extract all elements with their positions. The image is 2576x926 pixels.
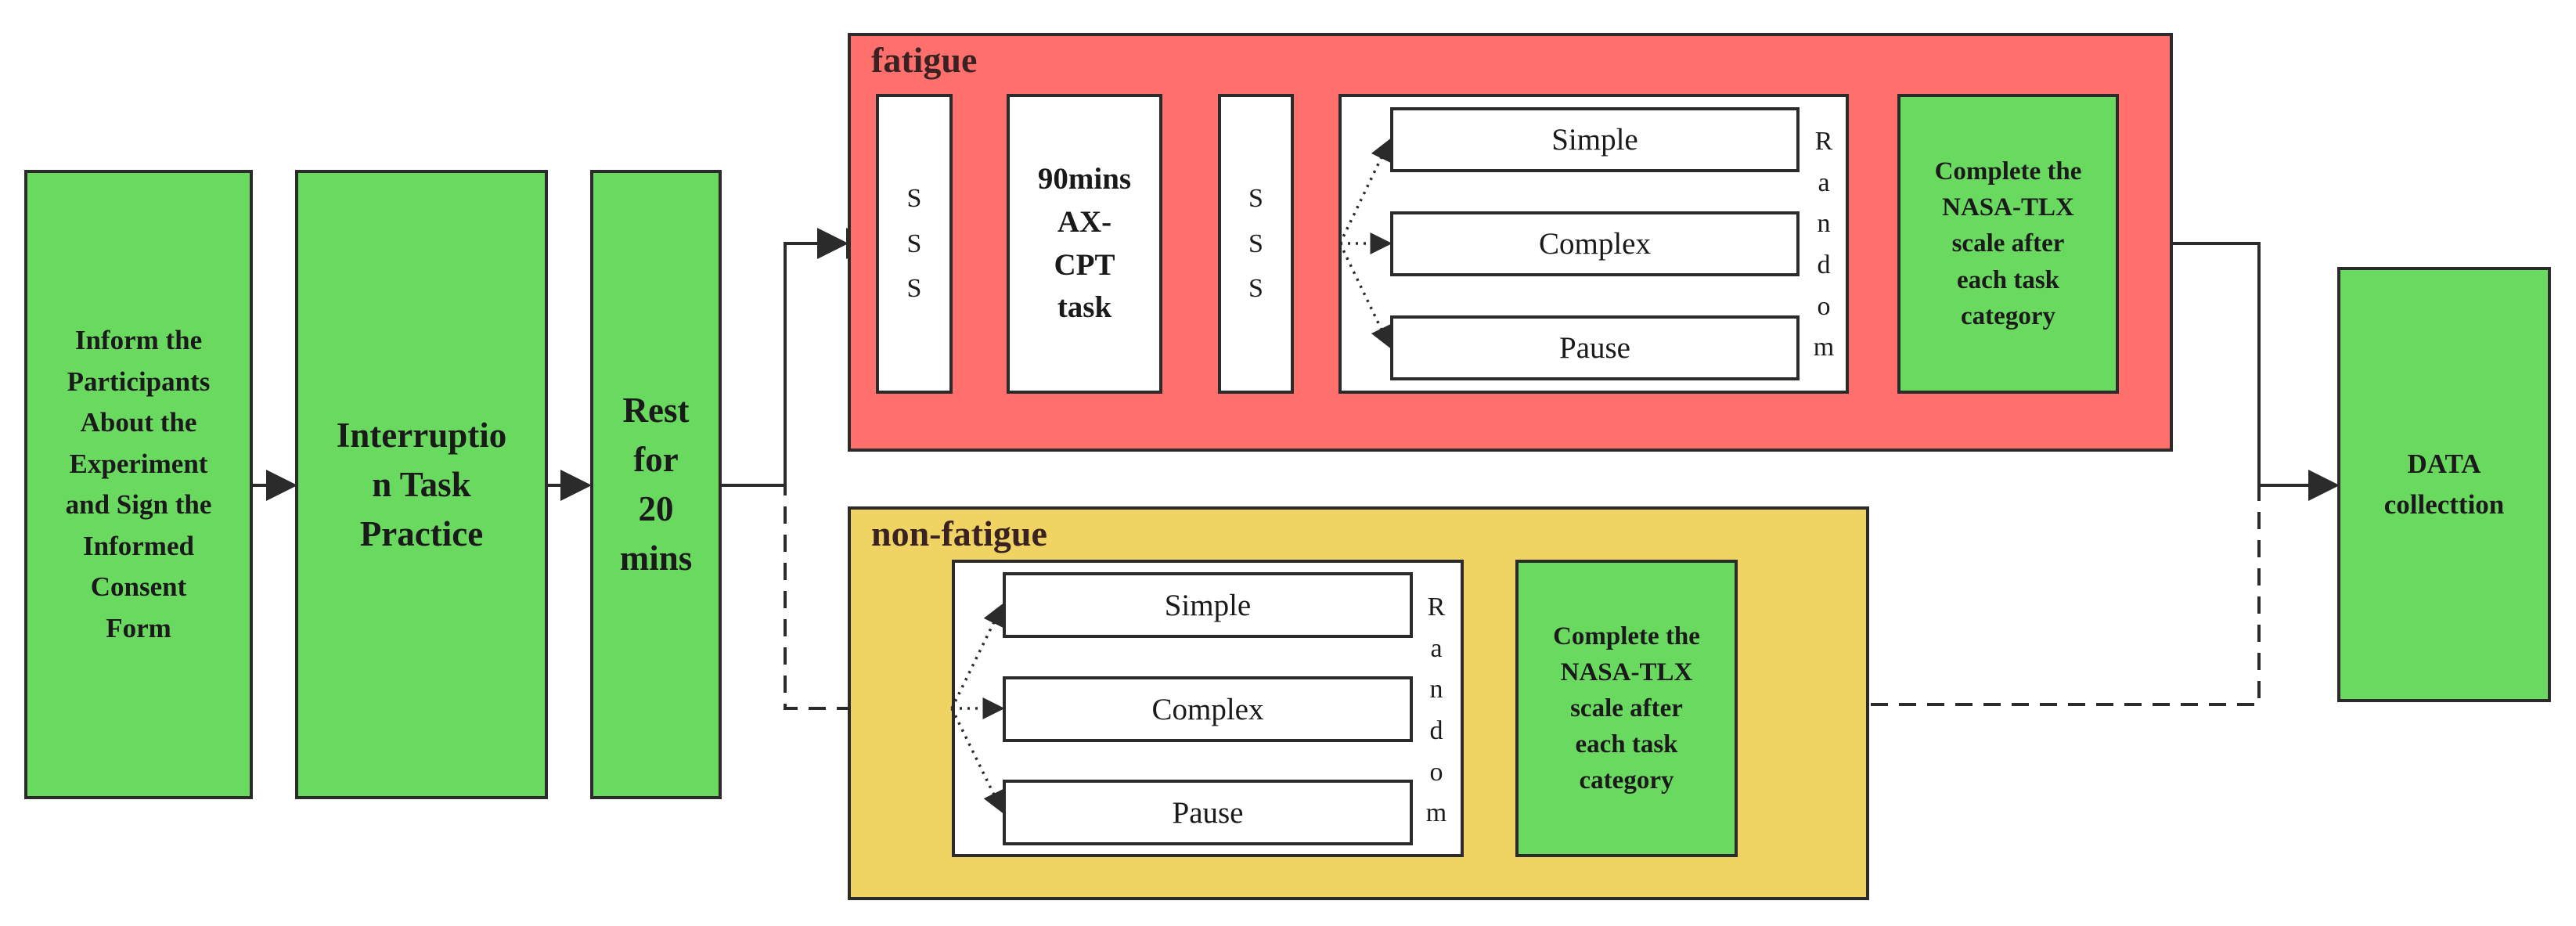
task-practice-box: Interruptio n Task Practice: [295, 170, 548, 799]
inform-participants-box: Inform the Participants About the Experi…: [24, 170, 253, 799]
fatigue-task-pause: Pause: [1390, 315, 1800, 380]
data-collection-box: DATA collecttion: [2337, 267, 2551, 702]
nonfatigue-task-complex-label: Complex: [1151, 692, 1264, 726]
fatigue-random-label: R a n d o m: [1813, 126, 1835, 362]
task-practice-label: Interruptio n Task Practice: [336, 415, 507, 553]
nonfatigue-task-pause: Pause: [1003, 780, 1413, 845]
data-collection-label: DATA collecttion: [2383, 448, 2505, 521]
nonfatigue-title: non-fatigue: [871, 513, 1047, 553]
fatigue-task-complex-label: Complex: [1539, 227, 1651, 261]
sss-box-pre: S S S: [876, 94, 953, 394]
fatigue-task-simple-label: Simple: [1551, 123, 1638, 157]
fatigue-task-simple: Simple: [1390, 107, 1800, 172]
sss-label-post: S S S: [1248, 183, 1263, 304]
arrow-nonfatigue-to-data: [1871, 485, 2261, 706]
fatigue-task-complex: Complex: [1390, 211, 1800, 276]
nonfatigue-random-label: R a n d o m: [1425, 592, 1447, 828]
arrow-fatigue-to-data: [2173, 242, 2340, 501]
fatigue-task-pause-label: Pause: [1559, 331, 1630, 365]
rest-box: Rest for 20 mins: [590, 170, 722, 799]
nonfatigue-task-simple-label: Simple: [1164, 588, 1252, 622]
nonfatigue-nasa-tlx-box: Complete the NASA-TLX scale after each t…: [1515, 560, 1738, 857]
sss-box-post: S S S: [1218, 94, 1294, 394]
sss-label-pre: S S S: [906, 183, 922, 304]
rest-label: Rest for 20 mins: [619, 391, 693, 578]
fatigue-nasa-tlx-box: Complete the NASA-TLX scale after each t…: [1897, 94, 2119, 394]
inform-participants-label: Inform the Participants About the Experi…: [65, 325, 212, 643]
fatigue-title: fatigue: [871, 40, 978, 80]
nonfatigue-task-simple: Simple: [1003, 572, 1413, 638]
fatigue-nasa-tlx-label: Complete the NASA-TLX scale after each t…: [1934, 157, 2082, 330]
nonfatigue-nasa-tlx-label: Complete the NASA-TLX scale after each t…: [1553, 622, 1700, 795]
nonfatigue-task-complex: Complex: [1003, 676, 1413, 742]
axcpt-task-label: 90mins AX- CPT task: [1037, 162, 1132, 325]
nonfatigue-task-pause-label: Pause: [1172, 795, 1244, 830]
axcpt-task-box: 90mins AX- CPT task: [1007, 94, 1162, 394]
